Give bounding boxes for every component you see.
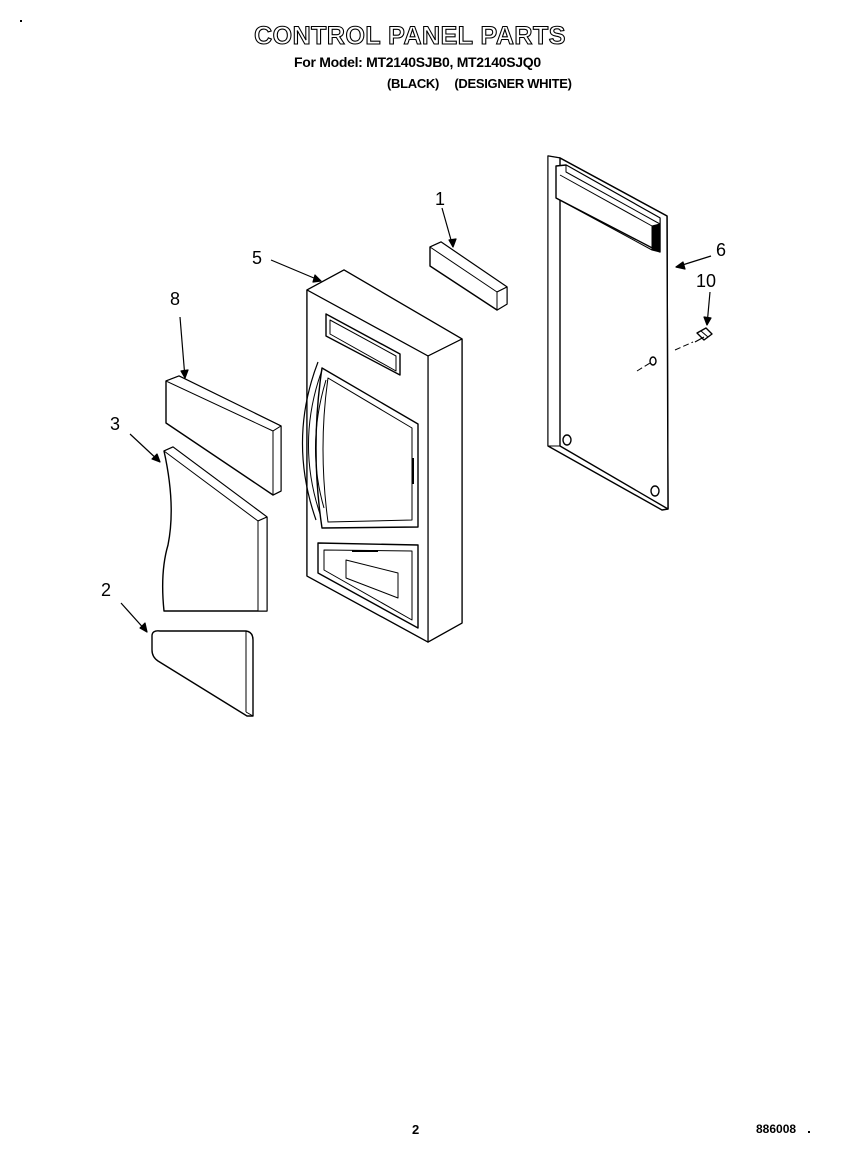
callout-10: 10 [696,271,716,291]
color-variants: (BLACK) (DESIGNER WHITE) [387,76,584,91]
document-code: 886008 [756,1122,797,1136]
color-white-label: (DESIGNER WHITE) [454,76,572,91]
part-5-control-housing [301,269,463,643]
part-8-lens [165,375,282,496]
color-black-label: (BLACK) [387,76,440,91]
part-10-screw [636,327,713,372]
page-number: 2 [412,1122,420,1137]
page-title: CONTROL PANEL PARTS [254,21,566,50]
callout-5: 5 [252,248,262,268]
leader-lines [120,207,712,633]
scan-mark-top-left [20,20,22,22]
model-line: For Model: MT2140SJB0, MT2140SJQ0 [294,54,541,70]
callout-2: 2 [101,580,111,600]
leader-8 [179,316,186,379]
callout-6: 6 [716,240,726,260]
scan-mark-footer [808,1131,810,1133]
part-6-back-panel [547,155,669,511]
callout-3: 3 [110,414,120,434]
leader-5 [270,259,322,282]
callout-1: 1 [435,189,445,209]
part-3-overlay [161,446,268,612]
part-2-pad [151,630,254,717]
callout-8: 8 [170,289,180,309]
part-1-strip [429,241,508,311]
